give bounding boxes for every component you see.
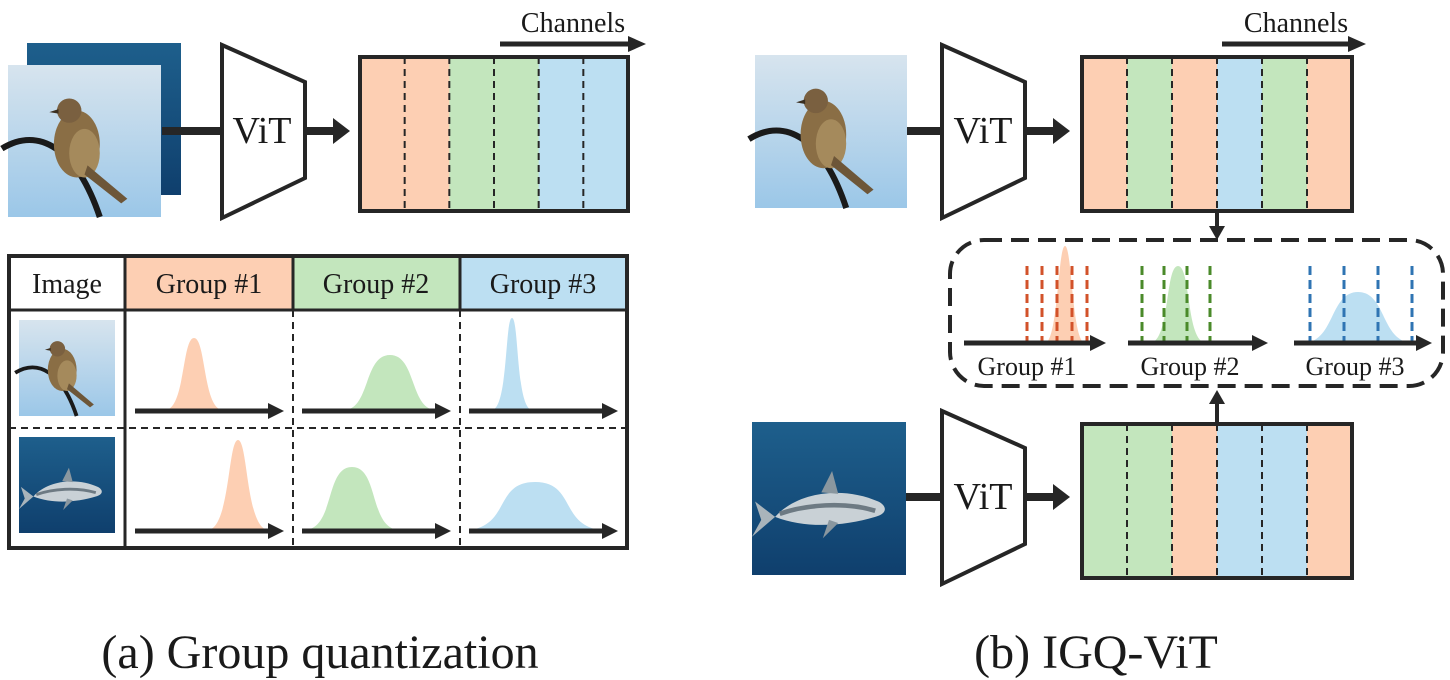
- axis-head-bird-1: [268, 403, 284, 419]
- feature-map-a-channel-2: [404, 57, 450, 211]
- header-image: Image: [32, 269, 102, 300]
- curve-shark-group-2: [305, 467, 399, 530]
- vit-encoder-a: [220, 41, 307, 222]
- table-shark-image: [17, 435, 117, 535]
- feature-map-b-top-channel-6: [1307, 57, 1353, 211]
- feature-map-b-top-channel-1: [1082, 57, 1128, 211]
- axis-head-bird-3: [602, 403, 618, 419]
- feature-map-a: [358, 55, 630, 213]
- axis-arrows-a: [135, 403, 618, 539]
- feature-map-b-top-channel-2: [1127, 57, 1173, 211]
- feature-map-b-bottom-channel-1: [1082, 424, 1128, 578]
- feature-map-b-bottom-channel-2: [1127, 424, 1173, 578]
- axis-head-bird-2: [435, 403, 451, 419]
- curve-bird-group-1: [165, 338, 223, 410]
- feature-map-b-bottom-channel-4: [1217, 424, 1263, 578]
- dist-label-group-3: Group #3: [1306, 352, 1405, 381]
- header-bg-group-2: [293, 256, 460, 310]
- dist-label-group-1: Group #1: [978, 352, 1077, 381]
- feature-map-b-bottom-channel-6: [1307, 424, 1353, 578]
- channels-label-b: Channels: [1244, 8, 1348, 39]
- feature-map-a-channel-1: [360, 57, 406, 211]
- vit-label-b-bottom: ViT: [954, 476, 1013, 518]
- feature-map-a-channel-3: [449, 57, 495, 211]
- panel-a: ViT Channels Image Group #1 Group #2 Gro…: [2, 8, 646, 679]
- feature-map-b-bottom: [1080, 422, 1354, 580]
- feature-map-b-top-border: [1080, 55, 1354, 213]
- dist-label-group-2: Group #2: [1141, 352, 1240, 381]
- caption-b: (b) IGQ-ViT: [974, 626, 1218, 679]
- caption-a: (a) Group quantization: [101, 626, 538, 679]
- feature-map-a-channel-4: [494, 57, 540, 211]
- dist-axis-head-3: [1416, 335, 1432, 351]
- header-group-2: Group #2: [323, 269, 430, 300]
- channels-arrow-b-head: [1348, 36, 1366, 52]
- dist-curve-group-3: [1305, 292, 1411, 343]
- feature-map-b-top: [1080, 55, 1354, 213]
- down-arrow-head: [1209, 226, 1225, 240]
- dist-axis-head-2: [1252, 335, 1268, 351]
- group-table: Image Group #1 Group #2 Group #3: [7, 254, 629, 550]
- bird-input-image-b: [749, 55, 907, 208]
- axis-head-shark-2: [435, 523, 451, 539]
- feature-map-b-top-channel-5: [1262, 57, 1308, 211]
- dist-bins-group-3: [1308, 266, 1414, 343]
- channels-arrow-a-head: [628, 36, 646, 52]
- curve-bird-group-3: [492, 318, 532, 410]
- vit-label-a: ViT: [233, 110, 292, 152]
- vit-output-arrowhead-b-top: [1053, 118, 1070, 144]
- feature-map-b-top-channel-4: [1217, 57, 1263, 211]
- header-group-1: Group #1: [156, 269, 263, 300]
- dist-bins-group-1: [1025, 266, 1089, 343]
- feature-map-b-bottom-channel-3: [1172, 424, 1218, 578]
- curve-shark-group-1: [208, 440, 268, 530]
- vit-output-arrowhead-a: [333, 118, 350, 144]
- table-bird-image: [13, 318, 117, 418]
- feature-map-a-border: [358, 55, 630, 213]
- feature-map-a-channel-5: [538, 57, 584, 211]
- curve-shark-group-3: [470, 482, 600, 530]
- table-border: [7, 254, 629, 550]
- curve-bird-group-2: [345, 355, 435, 410]
- dist-axis-head-1: [1090, 335, 1106, 351]
- dist-curve-group-1: [1045, 246, 1085, 343]
- shark-input-image-b: [752, 422, 906, 575]
- feature-map-b-top-channel-3: [1172, 57, 1218, 211]
- vit-encoder-b-top: [940, 41, 1027, 222]
- feature-map-a-channel-6: [583, 57, 629, 211]
- channels-label-a: Channels: [521, 8, 625, 39]
- feature-map-b-bottom-border: [1080, 422, 1354, 580]
- feature-map-b-bottom-channel-5: [1262, 424, 1308, 578]
- axis-head-shark-1: [268, 523, 284, 539]
- distribution-box: [948, 238, 1445, 388]
- vit-output-arrowhead-b-bottom: [1053, 484, 1070, 510]
- header-bg-group-1: [125, 256, 293, 310]
- dist-bins-group-2: [1140, 266, 1212, 343]
- bird-input-image: [2, 65, 161, 217]
- vit-encoder-b-bottom: [940, 407, 1027, 588]
- header-bg-group-3: [460, 256, 627, 310]
- header-group-3: Group #3: [490, 269, 597, 300]
- axis-head-shark-3: [602, 523, 618, 539]
- up-arrow-head: [1209, 390, 1225, 404]
- vit-label-b-top: ViT: [954, 110, 1013, 152]
- panel-b: ViT Channels Group #1: [749, 8, 1445, 679]
